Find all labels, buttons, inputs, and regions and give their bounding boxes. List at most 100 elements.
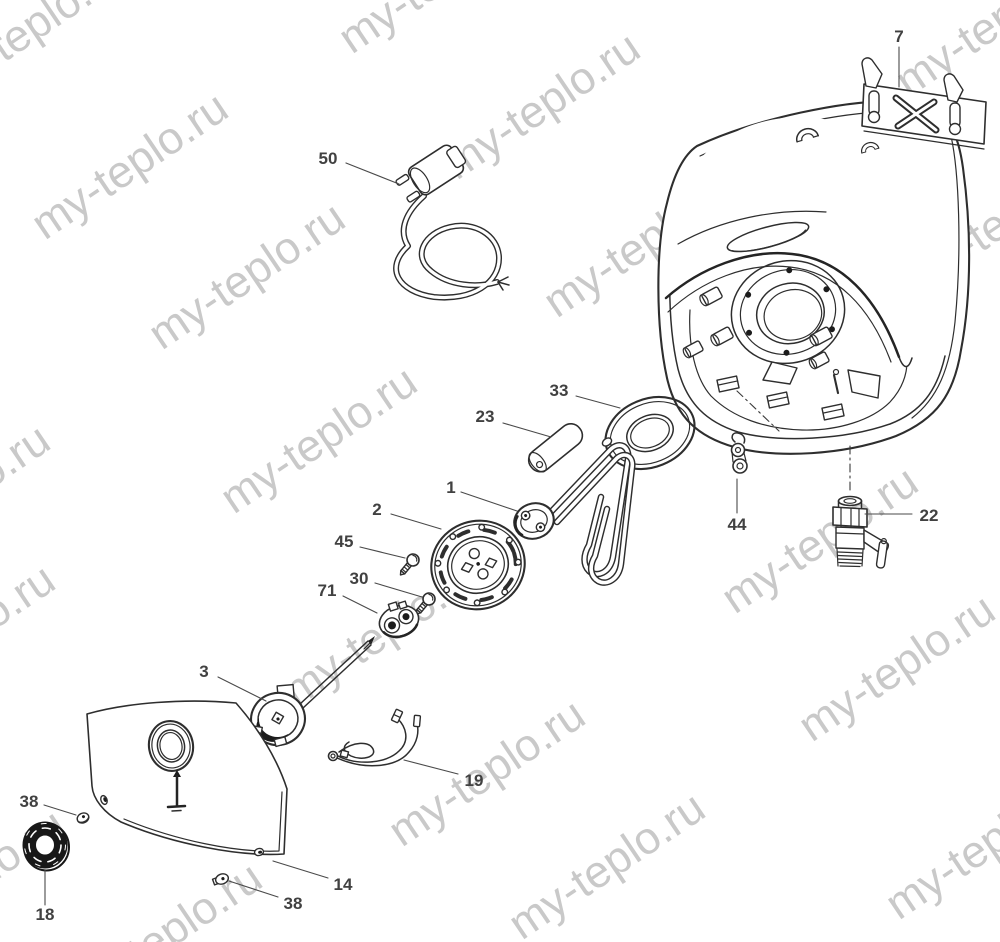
tank-body-drawing <box>657 99 971 455</box>
callout-30: 30 <box>350 569 423 598</box>
thermostat-probe <box>299 636 375 709</box>
bottom-cover-plate-drawing <box>86 700 288 857</box>
callout-38a: 38 <box>20 792 77 816</box>
screw-45-drawing <box>399 553 420 576</box>
callout-33: 33 <box>550 381 621 409</box>
flange-slot-band <box>438 527 518 603</box>
callout-2: 2 <box>372 500 442 530</box>
grommet-38a-drawing <box>76 812 90 824</box>
tank-thermostat-pin <box>832 368 840 395</box>
part-label-45: 45 <box>335 532 354 551</box>
tank-pipe-stubs <box>682 286 833 370</box>
callout-22: 22 <box>864 506 939 525</box>
flange-plate-drawing <box>430 519 526 611</box>
screw-30-drawing <box>415 592 436 615</box>
assembly-axis-lines <box>736 390 851 493</box>
watermark-text: my-teplo.ru <box>789 583 1000 751</box>
watermark-text: my-teplo.ru <box>0 553 64 721</box>
watermark-text: my-teplo.ru <box>22 81 237 249</box>
part-label-33: 33 <box>550 381 569 400</box>
tank-right-depth-line <box>911 135 960 419</box>
tank-inner-rim <box>669 207 946 440</box>
part-label-2: 2 <box>372 500 381 519</box>
part-label-38b: 38 <box>284 894 303 913</box>
part-label-14: 14 <box>334 875 353 894</box>
front-cover-edge-inner <box>667 265 892 363</box>
callout-38b: 38 <box>228 880 303 913</box>
part-label-22: 22 <box>920 506 939 525</box>
tank-bottom-tabs <box>716 361 881 421</box>
plug-pin <box>406 190 421 203</box>
callout-71: 71 <box>318 581 378 614</box>
cord-plug <box>395 144 467 203</box>
callout-1: 1 <box>446 478 518 512</box>
part-label-71: 71 <box>318 581 337 600</box>
part-label-50: 50 <box>319 149 338 168</box>
callout-7: 7 <box>894 27 904 88</box>
callout-19: 19 <box>403 759 484 790</box>
ring-nut-drawing <box>22 821 70 872</box>
power-cord-drawing <box>393 144 510 301</box>
harness-connector <box>390 708 404 724</box>
front-panel-seam <box>677 210 827 245</box>
heating-element-drawing <box>513 437 636 586</box>
cord-end-frays <box>497 276 510 291</box>
ring-terminal <box>327 750 339 762</box>
tank-triangle-mark <box>762 361 798 385</box>
flange-bolt-holes <box>434 523 522 607</box>
bracket-x-brace <box>892 94 940 134</box>
element-stub-cap <box>601 437 613 447</box>
cover-plate-pin <box>166 770 187 812</box>
watermark-text: my-teplo.ru <box>211 355 426 523</box>
front-cover-edge <box>664 251 901 359</box>
watermark-text: my-teplo.ru <box>56 851 271 942</box>
top-hook-slot <box>795 127 819 143</box>
part-label-23: 23 <box>476 407 495 426</box>
part-label-44: 44 <box>728 515 747 534</box>
part-label-38a: 38 <box>20 792 39 811</box>
part-label-19: 19 <box>465 771 484 790</box>
cover-plate-hole <box>253 847 265 857</box>
watermark-text: my-teplo.ru <box>712 455 927 623</box>
watermark-text: my-teplo.ru <box>329 0 544 63</box>
mounting-bracket-drawing <box>861 57 987 150</box>
watermark-text: my-teplo.ru <box>876 761 1000 929</box>
display-slot <box>726 221 810 253</box>
part-label-1: 1 <box>446 478 455 497</box>
safety-valve-drawing <box>832 495 890 569</box>
cover-plate-outline <box>86 700 288 856</box>
callout-3: 3 <box>199 662 267 702</box>
anode-rod-drawing <box>527 422 584 473</box>
harness-connector <box>412 714 422 728</box>
watermark-text: my-teplo.ru <box>379 688 594 856</box>
front-cover-fill <box>665 117 919 368</box>
thermal-limiter-drawing <box>378 600 420 639</box>
element-flange <box>513 502 555 540</box>
tank-cavity-panel <box>689 309 908 431</box>
cover-plate-hole <box>100 794 108 806</box>
valve-body <box>835 526 865 550</box>
bracket-hook-left <box>861 57 883 89</box>
callout-50: 50 <box>319 149 400 185</box>
watermark-text: my-teplo.ru <box>499 781 714 942</box>
tank-small-bracket <box>847 369 881 399</box>
top-hook-slot <box>860 141 880 154</box>
part-label-18: 18 <box>36 905 55 924</box>
callout-14: 14 <box>272 860 353 894</box>
watermark-text: my-teplo.ru <box>434 21 649 189</box>
callout-45: 45 <box>335 532 406 559</box>
tank-flange-opening <box>730 259 846 365</box>
cover-plate-ring <box>147 720 195 772</box>
wire-harness-drawing <box>327 708 422 767</box>
element-tube <box>545 442 632 578</box>
front-cover-edge-right <box>898 356 913 368</box>
part-label-30: 30 <box>350 569 369 588</box>
callout-44: 44 <box>728 478 747 534</box>
bracket-keyhole-left <box>867 90 881 124</box>
grommet-38b-drawing <box>211 873 230 886</box>
callout-18: 18 <box>36 869 55 924</box>
valve-hex-nut <box>832 506 868 528</box>
clip-44-drawing <box>730 432 748 474</box>
